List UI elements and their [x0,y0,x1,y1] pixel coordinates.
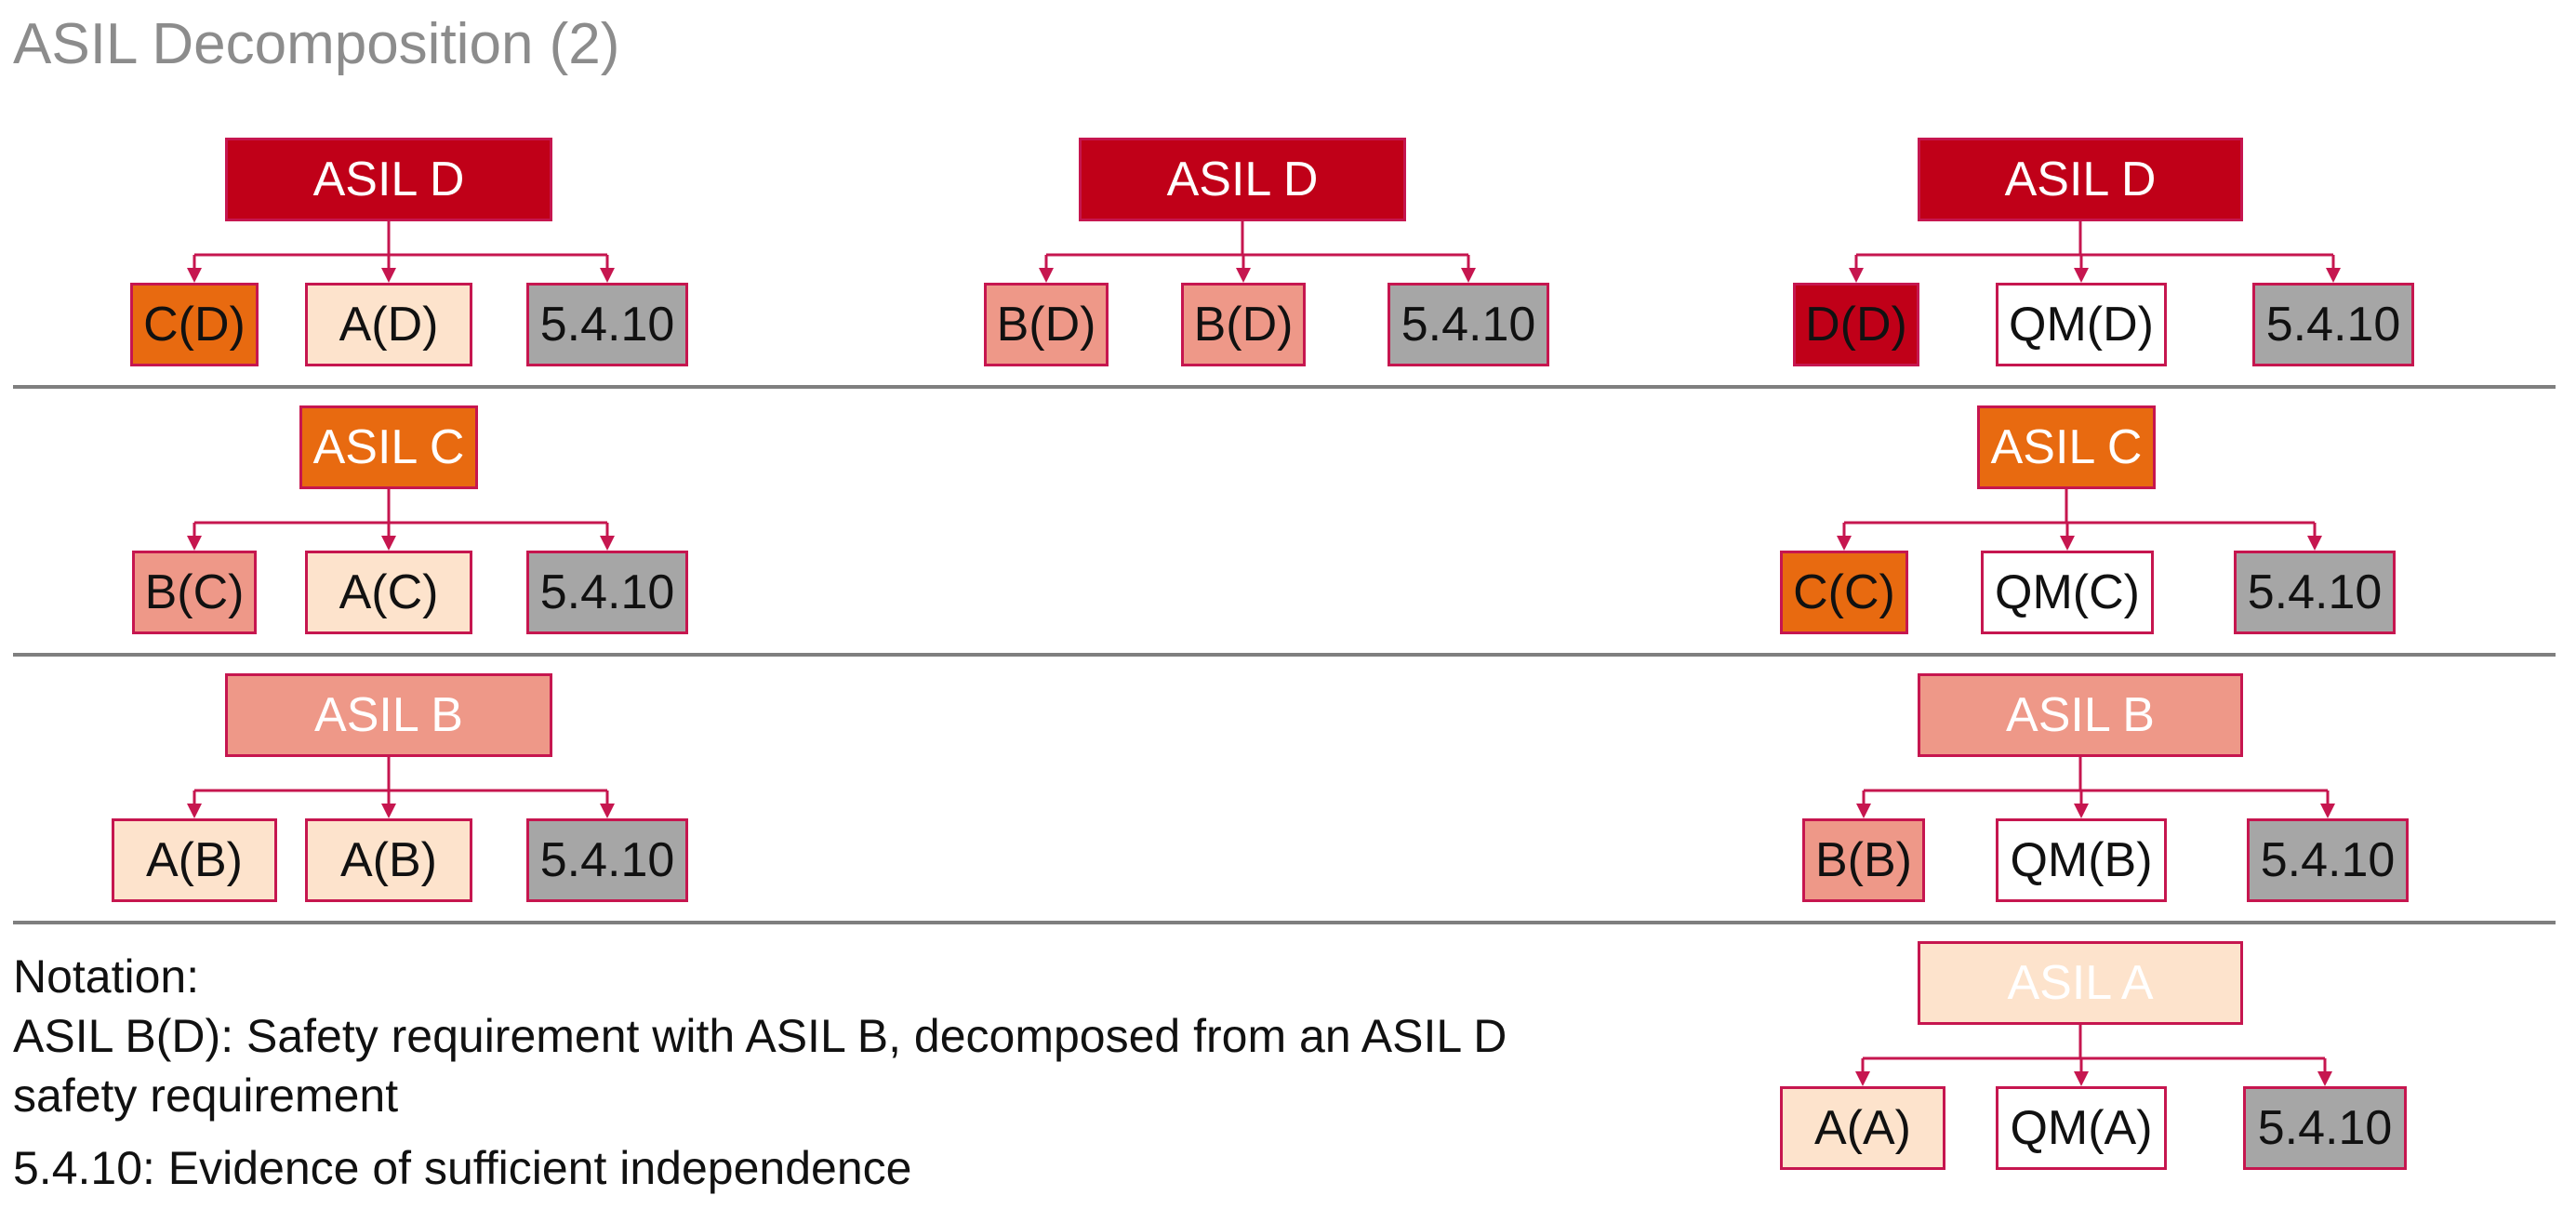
tree-connectors [1855,1025,2332,1086]
child-asil-box: B(D) [984,283,1109,366]
child-asil-box: QM(D) [1996,283,2167,366]
row-divider-3 [13,921,2556,924]
child-asil-box: D(D) [1793,283,1919,366]
child-asil-box: QM(C) [1981,551,2154,634]
tree-connectors [1849,221,2341,283]
tree-connectors [187,757,615,818]
arrowhead [2074,1071,2089,1086]
independence-ref-box: 5.4.10 [1388,283,1549,366]
root-asil-box: ASIL C [299,405,478,489]
child-asil-box: B(B) [1802,818,1925,902]
arrowhead [1856,804,1871,818]
tree-connectors [1039,221,1476,283]
tree-connectors [187,489,615,551]
arrowhead [1236,268,1251,283]
tree-connectors [1856,757,2335,818]
tree-connectors [1837,489,2322,551]
arrowhead [1849,268,1864,283]
independence-ref-box: 5.4.10 [2243,1086,2407,1170]
child-asil-box: B(C) [132,551,257,634]
row-divider-1 [13,385,2556,389]
child-asil-box: B(D) [1181,283,1306,366]
arrowhead [2326,268,2341,283]
tree-connectors [187,221,615,283]
independence-ref-box: 5.4.10 [526,818,688,902]
child-asil-box: A(A) [1780,1086,1945,1170]
arrowhead [2074,804,2089,818]
arrowhead [1039,268,1054,283]
independence-ref-box: 5.4.10 [526,283,688,366]
arrowhead [2307,536,2322,551]
child-asil-box: C(C) [1780,551,1908,634]
slide-title: ASIL Decomposition (2) [13,12,620,76]
arrowhead [600,804,615,818]
child-asil-box: QM(A) [1996,1086,2167,1170]
child-asil-box: QM(B) [1996,818,2167,902]
notation-legend: Notation: ASIL B(D): Safety requirement … [13,947,1507,1198]
arrowhead [2060,536,2075,551]
arrowhead [600,536,615,551]
arrowhead [381,804,396,818]
independence-note: 5.4.10: Evidence of sufficient independe… [13,1142,912,1194]
arrowhead [1837,536,1852,551]
child-asil-box: A(C) [305,551,472,634]
root-asil-box: ASIL A [1918,941,2243,1025]
root-asil-box: ASIL B [225,673,552,757]
arrowhead [1855,1071,1870,1086]
notation-example-line-cont: safety requirement [13,1070,399,1122]
arrowhead [600,268,615,283]
row-divider-2 [13,653,2556,657]
child-asil-box: A(D) [305,283,472,366]
root-asil-box: ASIL D [1079,138,1406,221]
child-asil-box: A(B) [305,818,472,902]
notation-heading: Notation: [13,950,200,1003]
root-asil-box: ASIL D [1918,138,2243,221]
child-asil-box: A(B) [112,818,277,902]
arrowhead [187,268,202,283]
independence-ref-box: 5.4.10 [2252,283,2414,366]
root-asil-box: ASIL B [1918,673,2243,757]
child-asil-box: C(D) [130,283,259,366]
arrowhead [1461,268,1476,283]
independence-ref-box: 5.4.10 [526,551,688,634]
arrowhead [2317,1071,2332,1086]
root-asil-box: ASIL C [1977,405,2156,489]
arrowhead [187,804,202,818]
root-asil-box: ASIL D [225,138,552,221]
arrowhead [381,268,396,283]
arrowhead [2320,804,2335,818]
arrowhead [2074,268,2089,283]
notation-example-line: ASIL B(D): Safety requirement with ASIL … [13,1010,1507,1062]
arrowhead [381,536,396,551]
independence-ref-box: 5.4.10 [2247,818,2409,902]
independence-ref-box: 5.4.10 [2234,551,2396,634]
arrowhead [187,536,202,551]
